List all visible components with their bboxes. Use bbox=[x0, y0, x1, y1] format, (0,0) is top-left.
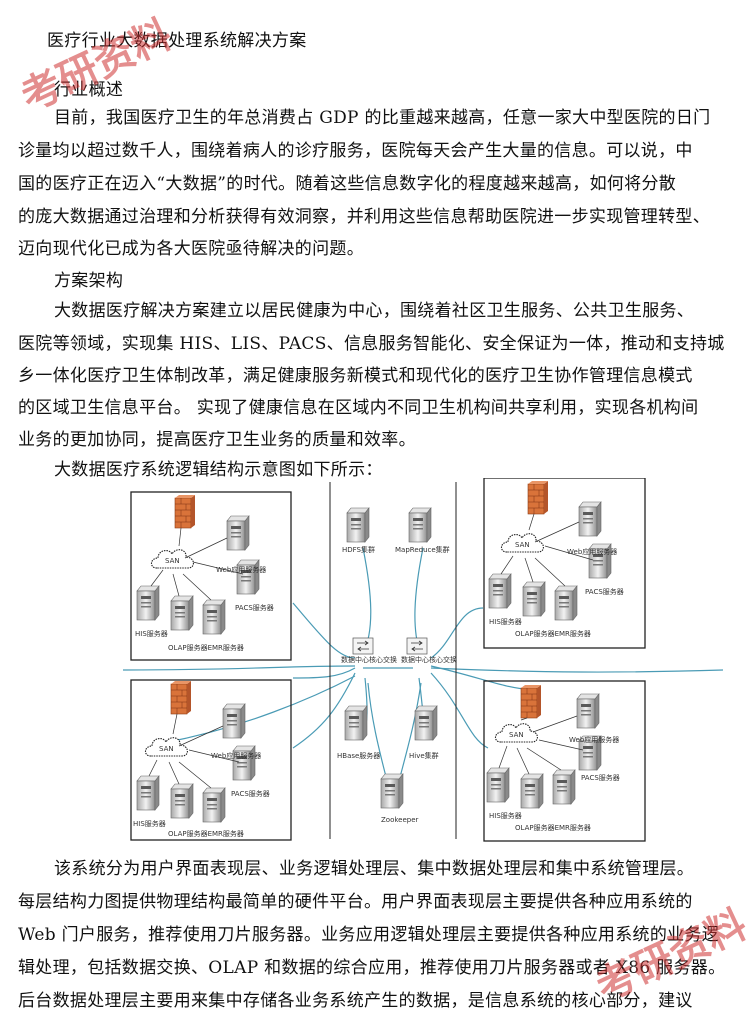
san-label: SAN bbox=[159, 745, 174, 753]
paragraph-line: 的区域卫生信息平台。 实现了健康信息在区域内不同卫生机构间共享利用，实现各机构间 bbox=[18, 398, 699, 418]
web-server-label: Web应用服务器 bbox=[216, 565, 266, 574]
paragraph-line: Web 门户服务，推荐使用刀片服务器。业务应用逻辑处理层主要提供各种应用系统的业… bbox=[18, 925, 720, 945]
data-center-core: HDFS集群 MapReduce集群 数据中心核心交换 数据中心核心交换 HBa… bbox=[337, 507, 457, 824]
his-server-label: HIS服务器 bbox=[135, 629, 168, 638]
document-title: 医疗行业大数据处理系统解决方案 bbox=[47, 31, 307, 51]
hive-cluster-label: Hive集群 bbox=[409, 751, 439, 760]
web-server-label: Web应用服务器 bbox=[569, 735, 619, 744]
san-label: SAN bbox=[165, 557, 180, 565]
hbase-server-label: HBase服务器 bbox=[337, 751, 380, 760]
olap-emr-label: OLAP服务器EMR服务器 bbox=[515, 823, 591, 832]
pacs-server-label: PACS服务器 bbox=[235, 603, 274, 612]
diagram-connections bbox=[123, 547, 723, 809]
paragraph-line: 目前，我国医疗卫生的年总消费占 GDP 的比重越来越高，任意一家大中型医院的日门 bbox=[54, 108, 711, 128]
paragraph-line: 大数据医疗解决方案建立以居民健康为中心，围绕着社区卫生服务、公共卫生服务、 bbox=[54, 301, 695, 321]
pacs-server-label: PACS服务器 bbox=[585, 587, 624, 596]
architecture-diagram: SAN Web应用服务器 PACS服务器 HIS服务器 OLAP服务器EMR服务… bbox=[123, 478, 723, 842]
paragraph-line: 的庞大数据通过治理和分析获得有效洞察，并利用这些信息帮助医院进一步实现管理转型、 bbox=[18, 207, 710, 227]
switch-right-label: 数据中心核心交换 bbox=[401, 655, 457, 664]
pacs-server-label: PACS服务器 bbox=[581, 773, 620, 782]
divider-lines bbox=[329, 482, 457, 839]
paragraph-line: 每层结构力图提供物理结构最简单的硬件平台。用户界面表现层主要提供各种应用系统的 bbox=[18, 892, 693, 912]
section-heading-overview: 行业概述 bbox=[54, 80, 124, 100]
olap-emr-label: OLAP服务器EMR服务器 bbox=[168, 643, 244, 652]
san-label: SAN bbox=[515, 541, 530, 549]
hospital-block-top-right: SAN Web应用服务器 PACS服务器 HIS服务器 OLAP服务器EMR服务… bbox=[483, 478, 646, 649]
his-server-label: HIS服务器 bbox=[489, 617, 522, 626]
mapreduce-cluster-label: MapReduce集群 bbox=[395, 545, 450, 554]
paragraph-line: 辑处理，包括数据交换、OLAP 和数据的综合应用，推荐使用刀片服务器或者 X86… bbox=[18, 958, 726, 978]
paragraph-line: 业务的更加协同，提高医疗卫生业务的质量和效率。 bbox=[18, 430, 416, 450]
paragraph-line: 该系统分为用户界面表现层、业务逻辑处理层、集中数据处理层和集中系统管理层。 bbox=[54, 859, 695, 879]
diagram-intro: 大数据医疗系统逻辑结构示意图如下所示： bbox=[54, 460, 383, 480]
web-server-label: Web应用服务器 bbox=[211, 751, 261, 760]
section-heading-architecture: 方案架构 bbox=[54, 271, 124, 291]
paragraph-line: 后台数据处理层主要用来集中存储各业务系统产生的数据，是信息系统的核心部分，建议 bbox=[18, 991, 693, 1011]
zookeeper-label: Zookeeper bbox=[381, 816, 419, 824]
hospital-block-bottom-left: SAN Web应用服务器 PACS服务器 HIS服务器 OLAP服务器EMR服务… bbox=[130, 679, 292, 841]
hdfs-cluster-label: HDFS集群 bbox=[342, 545, 375, 554]
web-server-label: Web应用服务器 bbox=[567, 547, 617, 556]
hospital-block-bottom-right: SAN Web应用服务器 PACS服务器 HIS服务器 OLAP服务器EMR服务… bbox=[483, 680, 646, 842]
paragraph-line: 诊量均以超过数千人，围绕着病人的诊疗服务，医院每天会产生大量的信息。可以说，中 bbox=[18, 141, 693, 161]
olap-emr-label: OLAP服务器EMR服务器 bbox=[515, 629, 591, 638]
switch-left-label: 数据中心核心交换 bbox=[341, 655, 397, 664]
olap-emr-label: OLAP服务器EMR服务器 bbox=[168, 829, 244, 838]
his-server-label: HIS服务器 bbox=[133, 819, 166, 828]
san-label: SAN bbox=[509, 731, 524, 739]
paragraph-line: 迈向现代化已成为各大医院亟待解决的问题。 bbox=[18, 239, 364, 259]
paragraph-line: 国的医疗正在迈入“大数据”的时代。随着这些信息数字化的程度越来越高，如何将分散 bbox=[18, 174, 677, 194]
his-server-label: HIS服务器 bbox=[489, 811, 522, 820]
pacs-server-label: PACS服务器 bbox=[231, 789, 270, 798]
paragraph-line: 乡一体化医疗卫生体制改革，满足健康服务新模式和现代化的医疗卫生协作管理信息模式 bbox=[18, 366, 693, 386]
paragraph-line: 医院等领域，实现集 HIS、LIS、PACS、信息服务智能化、安全保证为一体，推… bbox=[18, 334, 725, 354]
hospital-block-top-left: SAN Web应用服务器 PACS服务器 HIS服务器 OLAP服务器EMR服务… bbox=[130, 491, 292, 661]
